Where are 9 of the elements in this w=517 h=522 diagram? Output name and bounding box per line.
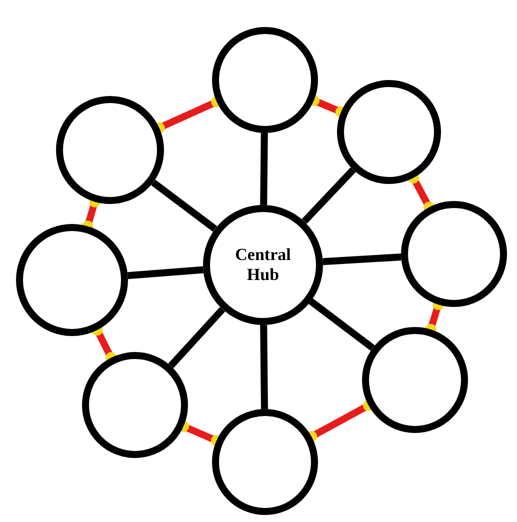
spoke-line [260, 324, 268, 410]
spoke-line [302, 167, 356, 224]
spoke-line [260, 132, 268, 206]
spoke-line [128, 266, 204, 280]
hub-label: Central Hub [234, 244, 292, 286]
spoke-line [168, 306, 226, 368]
spoke-line [322, 254, 402, 266]
spoke-line [151, 180, 218, 232]
spoke-line [308, 298, 375, 351]
